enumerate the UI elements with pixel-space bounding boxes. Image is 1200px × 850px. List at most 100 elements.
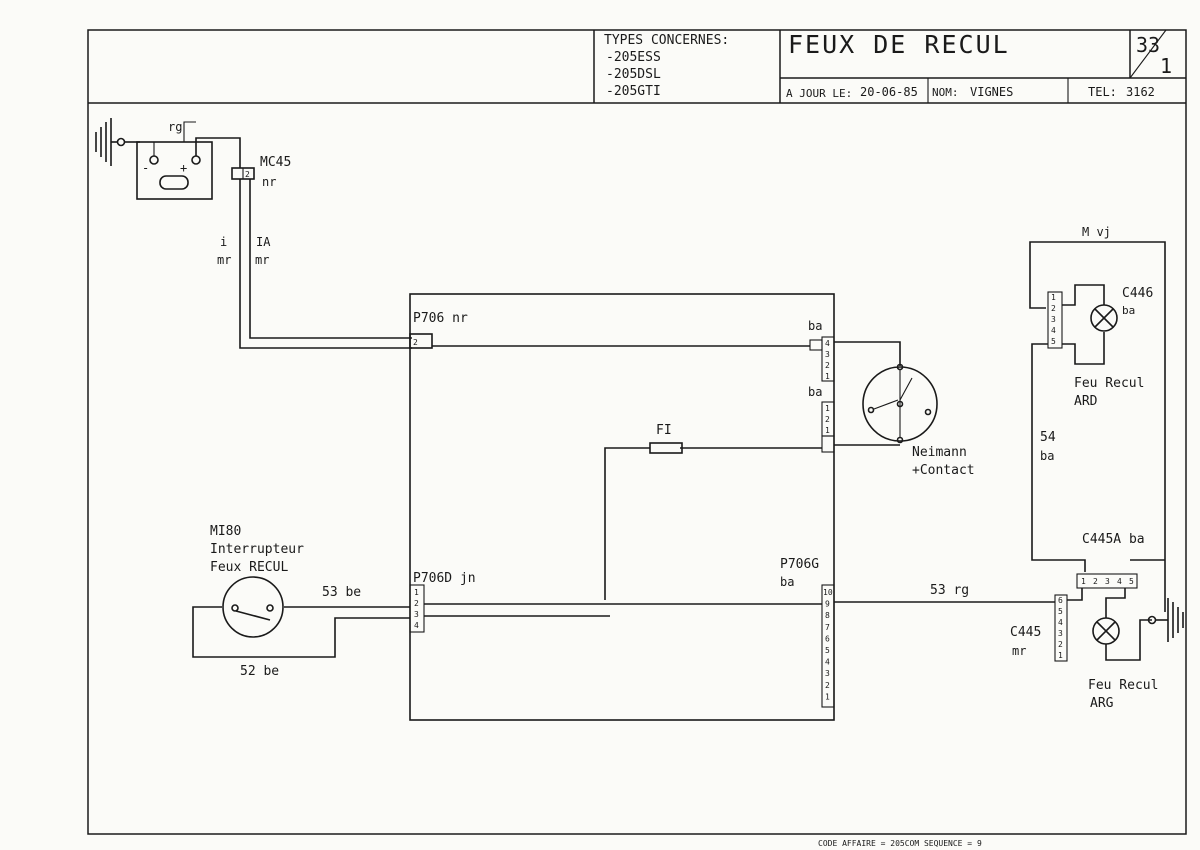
p706-right-top-color: ba [808, 319, 822, 333]
mc45-label: MC45 [260, 155, 291, 170]
sheet-sub-number: 1 [1160, 54, 1172, 78]
fuse-icon [649, 442, 683, 454]
wire-to-neimann [834, 341, 901, 366]
c445-lamp-wire-bottom [1105, 619, 1152, 661]
ground-icon [1156, 598, 1184, 642]
c445-color: mr [1012, 644, 1026, 658]
p706-right-low-connector [821, 435, 835, 453]
diagram-title: FEUX DE RECUL [788, 30, 1010, 59]
ground-icon [95, 118, 126, 166]
pin: 3 [1051, 315, 1056, 324]
pin: 1 [1051, 293, 1056, 302]
pin: 9 [825, 600, 830, 609]
pin: 4 [1051, 326, 1056, 335]
m180-line2: Feux RECUL [210, 560, 288, 575]
c446-color: ba [1122, 304, 1135, 317]
name-label: NOM: [932, 86, 959, 99]
pin: 4 [825, 339, 830, 348]
c446-lamp-wire-top [1062, 284, 1105, 306]
reverse-switch-icon [222, 576, 284, 638]
mc45-pin: 2 [245, 170, 250, 179]
pin: 3 [414, 610, 419, 619]
pin: 7 [825, 623, 830, 632]
sheet-number: 33 [1136, 33, 1160, 57]
wire-54 [1031, 343, 1086, 572]
pin: 2 [414, 599, 419, 608]
wire-fuse-down [604, 447, 650, 600]
footer-code: CODE AFFAIRE = 205COM SEQUENCE = 9 [818, 839, 982, 848]
c446-connector [1047, 291, 1063, 349]
pin: 2 [1051, 304, 1056, 313]
c446-lamp-wire-bottom [1062, 332, 1105, 365]
pin: 5 [1051, 337, 1056, 346]
c446-code: C446 [1122, 286, 1153, 301]
p706g-color: ba [780, 575, 794, 589]
neimann-label: Neimann [912, 445, 967, 460]
wire-52be-label: 52 be [240, 664, 279, 679]
pin: 1 [825, 404, 830, 413]
name-value: VIGNES [970, 85, 1013, 99]
wire-53rg-label: 53 rg [930, 583, 969, 598]
wire-52be [192, 606, 410, 658]
type-item: -205DSL [606, 67, 661, 82]
pin: 2 [1093, 577, 1098, 586]
pin: 1 [414, 588, 419, 597]
c445-lamp-wire-top [1105, 588, 1126, 618]
p706d-label: P706D jn [413, 571, 476, 586]
pin: 4 [414, 621, 419, 630]
c445a-connector [1076, 573, 1138, 589]
p706-right-top-connector [821, 336, 835, 382]
pin: 1 [825, 372, 830, 381]
wire-54-label: 54 [1040, 430, 1056, 445]
p706-pin: 2 [413, 338, 418, 347]
type-item: -205GTI [606, 84, 661, 99]
wire-i [239, 179, 412, 349]
pin: 1 [1058, 651, 1063, 660]
wire-ia-label: IA [256, 235, 271, 249]
c445-link-wire [1067, 588, 1083, 601]
p706-label: P706 nr [413, 311, 468, 326]
pin: 6 [825, 634, 830, 643]
pin: 3 [825, 350, 830, 359]
pin: 3 [1058, 629, 1063, 638]
pin: 10 [823, 588, 833, 597]
m180-code: MI80 [210, 524, 241, 539]
wire-mvj-left [1029, 241, 1110, 309]
pin: 6 [1058, 596, 1063, 605]
junction-box [409, 293, 835, 721]
mc45-color: nr [262, 175, 276, 189]
tel-value: 3162 [1126, 85, 1155, 99]
p706-connector [409, 333, 433, 349]
pin: 1 [825, 692, 830, 701]
ground-terminal [1147, 615, 1157, 625]
lamp-icon [1092, 617, 1120, 645]
pin: 1 [1081, 577, 1086, 586]
pin: 3 [1105, 577, 1110, 586]
neimann-switch-icon [862, 363, 938, 444]
pin: 5 [1058, 607, 1063, 616]
lamp-icon [1090, 304, 1118, 332]
battery-minus: - [142, 161, 149, 175]
wire-53be-label: 53 be [322, 585, 361, 600]
pin: 2 [825, 361, 830, 370]
pin: 1 [825, 426, 830, 435]
types-label: TYPES CONCERNES: [604, 33, 729, 48]
pin: 2 [825, 415, 830, 424]
c445-lamp-label: Feu Recul [1088, 678, 1158, 693]
p706g-connector [821, 584, 835, 708]
wire-mvj-right [1110, 241, 1166, 612]
fuse-label: FI [656, 423, 672, 438]
c446-lamp-position: ARD [1074, 394, 1098, 409]
battery-rg-wire [153, 121, 196, 156]
battery-wire-label: rg [168, 120, 182, 134]
p706-right-top-tab [809, 339, 823, 351]
wire-ia [249, 179, 412, 339]
pin: 4 [1058, 618, 1063, 627]
drawing-frame [87, 29, 1187, 835]
p706d-connector [409, 584, 425, 633]
pin: 2 [1058, 640, 1063, 649]
pin: 3 [825, 669, 830, 678]
tel-label: TEL: [1088, 85, 1117, 99]
c445-connector [1054, 594, 1068, 662]
